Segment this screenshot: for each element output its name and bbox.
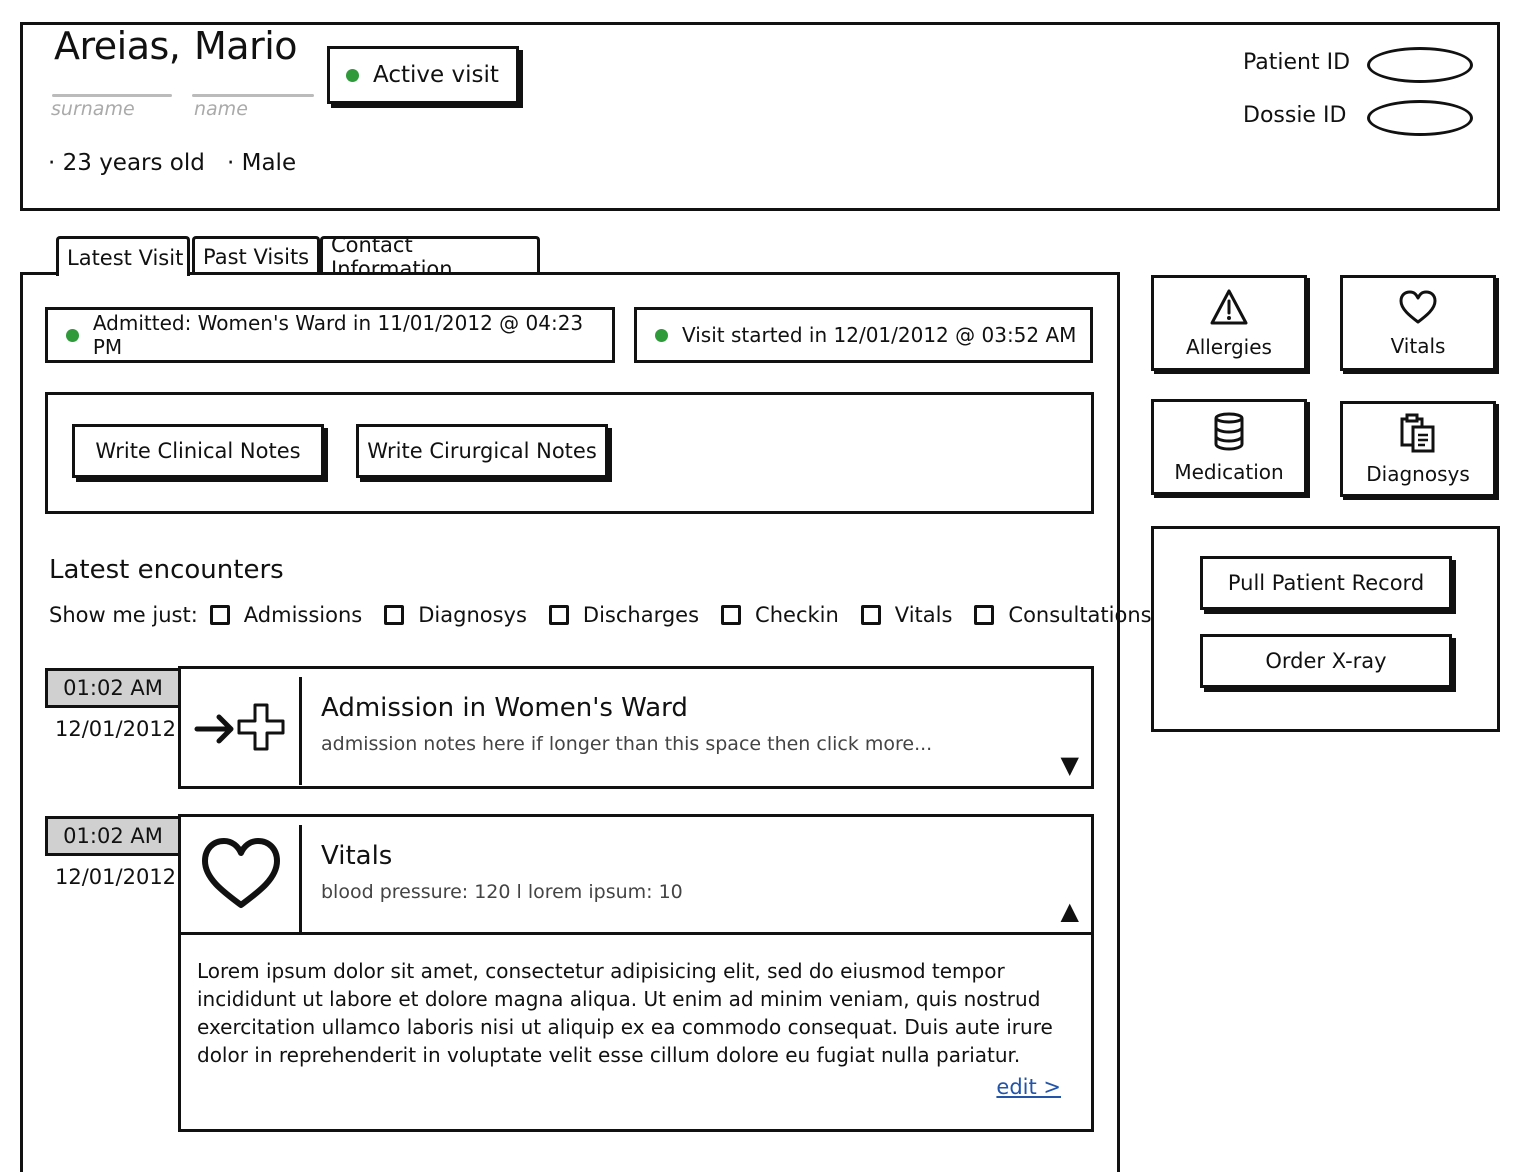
- filter-admissions[interactable]: Admissions: [209, 603, 363, 627]
- tab-latest-visit-label: Latest Visit: [67, 245, 184, 270]
- expand-caret-icon[interactable]: ▼: [1060, 751, 1079, 779]
- checkbox-consultations[interactable]: [974, 605, 995, 625]
- encounter-date: 12/01/2012: [55, 717, 177, 741]
- status-dot-icon: [66, 328, 79, 342]
- medication-button[interactable]: Medication: [1151, 399, 1307, 495]
- filter-checkin[interactable]: Checkin: [721, 603, 839, 627]
- collapse-caret-icon[interactable]: ▲: [1060, 897, 1079, 925]
- tab-past-visits[interactable]: Past Visits: [192, 236, 320, 274]
- encounter-admission-card[interactable]: Admission in Women's Ward admission note…: [178, 666, 1094, 789]
- admitted-status: Admitted: Women's Ward in 11/01/2012 @ 0…: [45, 307, 615, 363]
- checkbox-vitals[interactable]: [860, 605, 881, 625]
- clipboard-icon: [1399, 413, 1437, 462]
- checkbox-checkin[interactable]: [721, 605, 742, 625]
- encounter-vitals-card[interactable]: Vitals blood pressure: 120 l lorem ipsum…: [178, 814, 1094, 936]
- encounter-time-badge: 01:02 AM: [45, 668, 181, 708]
- active-visit-label: Active visit: [373, 62, 499, 88]
- write-clinical-notes-button[interactable]: Write Clinical Notes: [72, 424, 324, 478]
- encounter-title: Vitals: [321, 841, 393, 871]
- warning-icon: [1209, 288, 1249, 335]
- medication-label: Medication: [1174, 459, 1284, 484]
- filter-checkin-label: Checkin: [755, 603, 839, 627]
- write-cirurgical-notes-button[interactable]: Write Cirurgical Notes: [356, 424, 608, 478]
- patient-id-label: Patient ID: [1243, 50, 1351, 75]
- patient-surname: Areias,: [54, 24, 181, 68]
- patient-sex: · Male: [227, 150, 297, 176]
- patient-age: · 23 years old: [48, 150, 205, 176]
- filter-discharges-label: Discharges: [582, 603, 700, 627]
- filter-label: Show me just:: [49, 603, 198, 627]
- encounter-details-text: Lorem ipsum dolor sit amet, consectetur …: [197, 959, 1053, 1067]
- database-icon: [1212, 411, 1246, 460]
- filter-vitals[interactable]: Vitals: [860, 603, 953, 627]
- encounter-divider: [299, 677, 302, 785]
- encounter-summary: blood pressure: 120 l lorem ipsum: 10: [321, 881, 683, 903]
- checkbox-diagnosys[interactable]: [384, 605, 405, 625]
- filter-vitals-label: Vitals: [894, 603, 953, 627]
- encounter-vitals-details: Lorem ipsum dolor sit amet, consectetur …: [178, 932, 1094, 1132]
- filter-admissions-label: Admissions: [243, 603, 363, 627]
- diagnosys-label: Diagnosys: [1366, 461, 1470, 486]
- order-xray-button[interactable]: Order X-ray: [1200, 634, 1452, 688]
- filter-consultations[interactable]: Consultations: [974, 603, 1152, 627]
- tab-past-visits-label: Past Visits: [203, 244, 310, 269]
- allergies-label: Allergies: [1186, 334, 1272, 359]
- status-dot-icon: [346, 68, 359, 82]
- encounter-date: 12/01/2012: [55, 865, 177, 889]
- dossie-id-field[interactable]: [1367, 100, 1473, 136]
- admitted-status-text: Admitted: Women's Ward in 11/01/2012 @ 0…: [92, 311, 584, 359]
- active-visit-badge[interactable]: Active visit: [327, 46, 519, 104]
- pull-patient-record-button[interactable]: Pull Patient Record: [1200, 556, 1452, 610]
- surname-hint: surname: [51, 98, 135, 120]
- encounter-title: Admission in Women's Ward: [321, 693, 688, 723]
- visit-started-status: Visit started in 12/01/2012 @ 03:52 AM: [634, 307, 1093, 363]
- heart-icon: [199, 835, 283, 915]
- checkbox-admissions[interactable]: [209, 605, 230, 625]
- status-dot-icon: [655, 328, 668, 342]
- tab-contact-information[interactable]: Contact Information: [320, 233, 540, 281]
- tab-latest-visit[interactable]: Latest Visit: [56, 236, 190, 276]
- filter-discharges[interactable]: Discharges: [548, 603, 700, 627]
- visit-started-status-text: Visit started in 12/01/2012 @ 03:52 AM: [682, 323, 1077, 347]
- edit-link[interactable]: edit >: [996, 1075, 1061, 1099]
- filter-consultations-label: Consultations: [1008, 603, 1152, 627]
- encounter-divider: [299, 825, 302, 933]
- latest-encounters-title: Latest encounters: [49, 555, 284, 585]
- patient-header: [20, 22, 1500, 211]
- admission-icon: [193, 699, 289, 759]
- filter-diagnosys-label: Diagnosys: [418, 603, 527, 627]
- filter-diagnosys[interactable]: Diagnosys: [384, 603, 527, 627]
- vitals-label: Vitals: [1390, 333, 1446, 358]
- dossie-id-label: Dossie ID: [1243, 103, 1347, 128]
- encounter-time-badge: 01:02 AM: [45, 816, 181, 856]
- surname-underline: [52, 94, 172, 97]
- patient-id-field[interactable]: [1367, 47, 1473, 83]
- name-hint: name: [194, 98, 248, 120]
- patient-name: Mario: [194, 24, 298, 68]
- allergies-button[interactable]: Allergies: [1151, 275, 1307, 371]
- diagnosys-button[interactable]: Diagnosys: [1340, 401, 1496, 497]
- encounter-filters: Show me just: Admissions Diagnosys Disch…: [49, 600, 1174, 630]
- name-underline: [192, 94, 314, 97]
- vitals-button[interactable]: Vitals: [1340, 275, 1496, 371]
- heart-icon: [1398, 289, 1438, 334]
- encounter-summary: admission notes here if longer than this…: [321, 733, 933, 755]
- checkbox-discharges[interactable]: [548, 605, 569, 625]
